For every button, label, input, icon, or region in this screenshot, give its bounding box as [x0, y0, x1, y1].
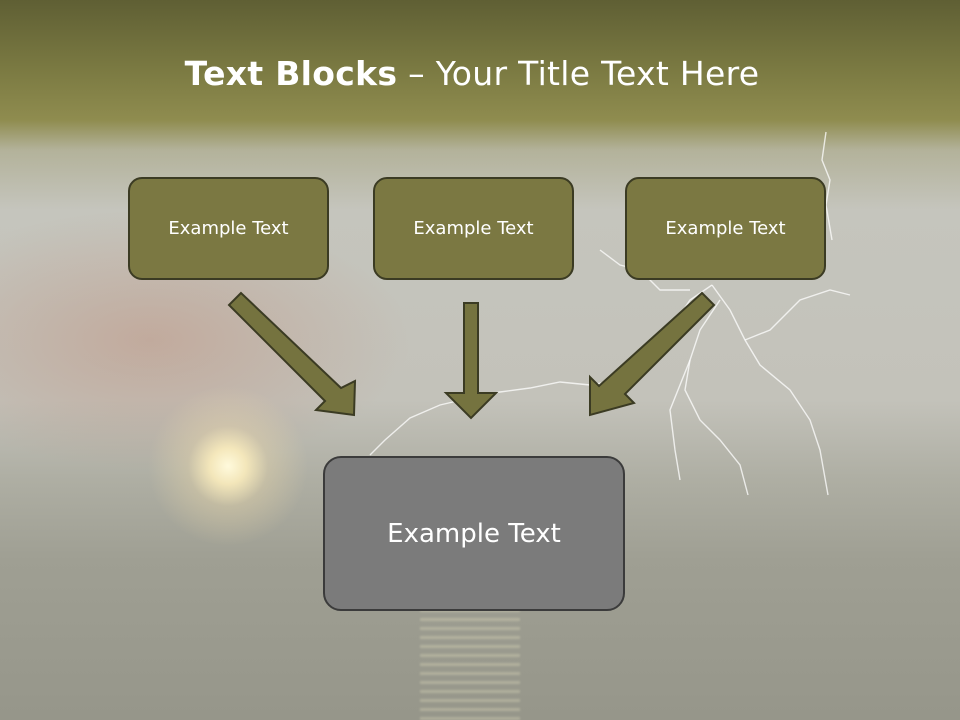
main-text-block[interactable]: Example Text [323, 456, 625, 611]
text-block-label: Example Text [413, 218, 534, 239]
lightning-bolt [669, 359, 691, 481]
lightning-bolt [711, 284, 829, 496]
sun-reflection [420, 600, 520, 720]
text-block-label: Example Text [168, 218, 289, 239]
text-block-1[interactable]: Example Text [128, 177, 329, 280]
text-block-3[interactable]: Example Text [625, 177, 826, 280]
arrow-center-down [443, 302, 499, 420]
arrow-left-diagonal [227, 291, 357, 417]
arrow-right-diagonal [589, 291, 716, 417]
lightning-bolt [684, 299, 749, 496]
lightning-bolt [744, 289, 851, 341]
title-rest: – Your Title Text Here [397, 54, 760, 93]
title-bold: Text Blocks [184, 54, 398, 93]
slide-title: Text Blocks – Your Title Text Here [0, 54, 944, 93]
text-block-label: Example Text [665, 218, 786, 239]
text-block-2[interactable]: Example Text [373, 177, 574, 280]
lightning-bolt [821, 131, 833, 241]
main-block-label: Example Text [387, 518, 561, 549]
